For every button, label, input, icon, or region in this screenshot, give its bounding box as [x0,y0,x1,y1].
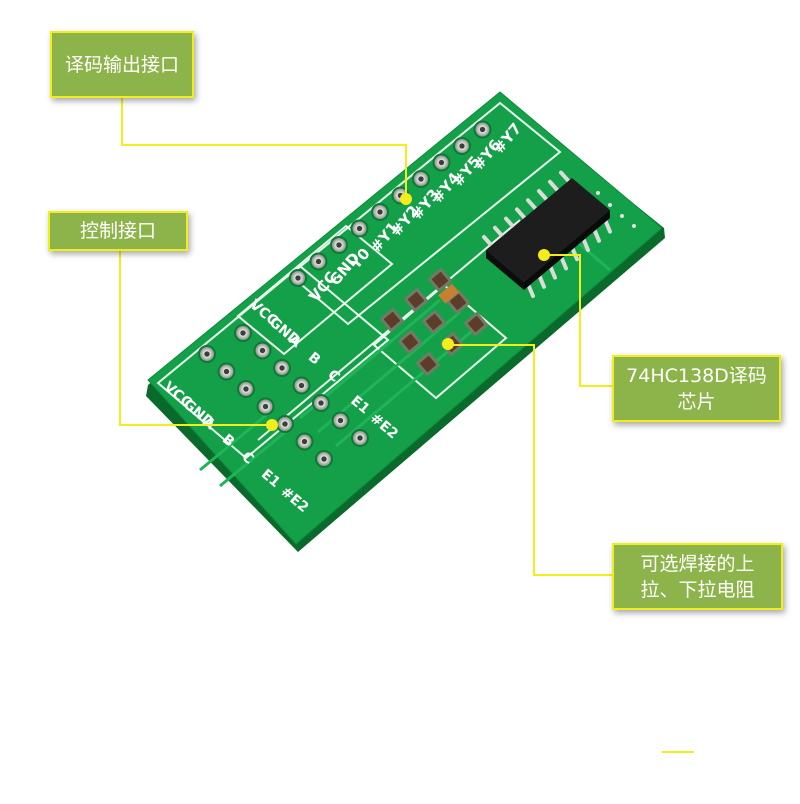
resistor-pad [398,330,422,354]
leader-lines [119,90,694,753]
callout-decoder-chip: 74HC138D译码芯片 [612,355,781,422]
leader-dots [266,193,550,431]
resistor-pad [416,352,440,376]
edge-vias [596,191,636,228]
resistor-pads [380,268,488,376]
resistor-pad [464,312,488,336]
ic-chip [482,170,612,298]
callout-control-interface: 控制接口 [48,211,188,251]
callout-decode-output: 译码输出接口 [50,31,194,98]
callout-pull-resistors: 可选焊接的上拉、下拉电阻 [612,543,783,610]
control-header-pins [198,324,369,468]
resistor-pad [428,268,452,292]
resistor-pad [380,308,404,332]
output-header-pins [289,120,492,287]
resistor-pad [404,288,428,312]
resistor-pad [422,310,446,334]
